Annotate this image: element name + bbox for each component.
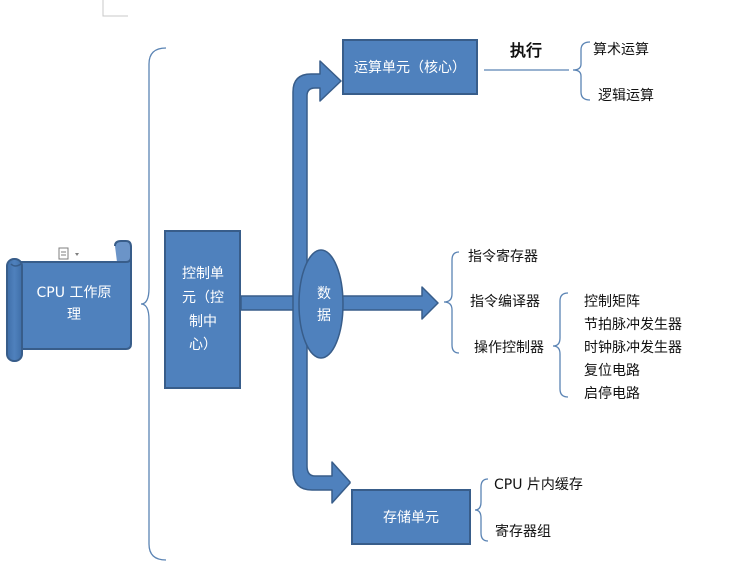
svg-text:CPU 工作原: CPU 工作原 [37, 285, 112, 301]
controller-child-beat-pulse: 节拍脉冲发生器 [584, 317, 682, 333]
controller-child-clock-pulse: 时钟脉冲发生器 [584, 339, 682, 356]
svg-text:制中: 制中 [189, 314, 217, 330]
root-scroll-node: CPU 工作原 理 [6, 240, 132, 362]
svg-text:据: 据 [317, 308, 331, 324]
main-bracket [140, 47, 167, 561]
svg-text:运算单元（核心）: 运算单元（核心） [354, 60, 466, 76]
storage-box: 存储单元 [351, 489, 471, 545]
storage-bracket [474, 478, 489, 542]
alu-child-arithmetic: 算术运算 [593, 42, 649, 58]
alu-box: 运算单元（核心） [342, 39, 478, 95]
alu-bracket [572, 41, 591, 101]
register-item-instruction-register: 指令寄存器 [468, 248, 538, 265]
alu-child-logic: 逻辑运算 [598, 88, 654, 104]
storage-child-register-group: 寄存器组 [495, 523, 551, 540]
page-corner-mark [102, 0, 128, 17]
storage-child-cache: CPU 片内缓存 [494, 477, 583, 493]
data-node: 数 据 [298, 249, 344, 359]
controller-child-start-stop-circuit: 启停电路 [584, 385, 640, 402]
control-unit-box: 控制单 元（控 制中 心） [164, 230, 241, 389]
svg-text:控制单: 控制单 [182, 266, 224, 282]
execute-label: 执行 [510, 41, 542, 60]
svg-text:元（控: 元（控 [182, 290, 224, 306]
controller-child-control-matrix: 控制矩阵 [584, 294, 640, 310]
svg-text:理: 理 [67, 307, 81, 323]
register-item-instruction-decoder: 指令编译器 [470, 294, 540, 310]
register-bracket [443, 251, 460, 354]
controller-bracket [552, 292, 569, 398]
svg-text:存储单元: 存储单元 [383, 510, 439, 526]
register-item-operation-controller: 操作控制器 [474, 340, 544, 356]
svg-text:心）: 心） [189, 337, 217, 353]
paste-icon [58, 247, 79, 260]
controller-child-reset-circuit: 复位电路 [584, 362, 640, 379]
svg-text:数: 数 [317, 286, 331, 302]
